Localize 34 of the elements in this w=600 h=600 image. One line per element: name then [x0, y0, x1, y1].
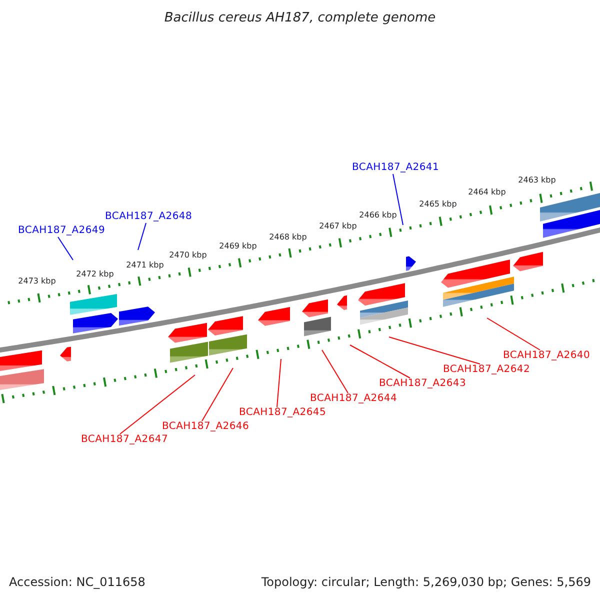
tick-label: 2472 kbp	[76, 270, 114, 278]
gene-label: BCAH187_A2642	[443, 364, 530, 376]
tick-label: 2465 kbp	[419, 200, 457, 208]
tick-label: 2464 kbp	[468, 188, 506, 196]
gene-label: BCAH187_A2641	[352, 162, 440, 174]
gene-label: BCAH187_A2646	[162, 421, 250, 433]
gene-label: BCAH187_A2640	[503, 350, 590, 362]
gene-label: BCAH187_A2648	[105, 211, 192, 223]
leader-line	[486, 318, 540, 350]
tick-label: 2471 kbp	[126, 260, 164, 270]
footer-text: Accession: NC_011658	[9, 575, 146, 589]
tick-label: 2469 kbp	[219, 242, 257, 250]
tick-label: 2463 kbp	[518, 176, 556, 184]
tick-label: 2470 kbp	[169, 250, 207, 260]
tick-label: 2468 kbp	[269, 232, 307, 242]
chart-title: Bacillus cereus AH187, complete genome	[164, 10, 436, 26]
gene-label: BCAH187_A2644	[310, 393, 398, 405]
gene-label: BCAH187_A2647	[81, 434, 168, 446]
gene-label: BCAH187_A2649	[18, 225, 106, 237]
tick-label: 2466 kbp	[359, 210, 397, 220]
leader-line	[322, 350, 348, 394]
gene-label: BCAH187_A2645	[239, 407, 326, 419]
leader-line	[138, 222, 146, 250]
leader-line	[202, 368, 234, 422]
leader-line	[120, 374, 196, 434]
tick-label: 2473 kbp	[18, 276, 56, 286]
tick-label: 2467 kbp	[319, 222, 357, 230]
leader-line	[388, 336, 480, 364]
footer-text: Topology: circular; Length: 5,269,030 bp; Genes: 5,569	[261, 575, 591, 589]
leader-line	[392, 174, 404, 226]
leader-line	[58, 236, 74, 260]
gene-label: BCAH187_A2643	[379, 378, 466, 390]
leader-line	[350, 344, 410, 378]
leader-line	[276, 358, 282, 408]
